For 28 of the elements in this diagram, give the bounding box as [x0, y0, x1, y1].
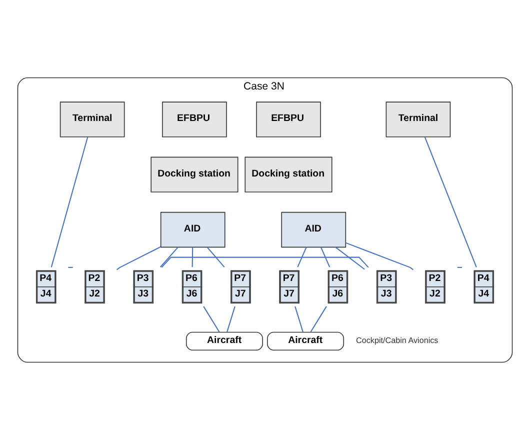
- connector: [50, 136, 88, 268]
- connector: [424, 136, 477, 268]
- connector: [192, 247, 194, 268]
- connector: [203, 306, 220, 332]
- node-box: Docking station: [150, 156, 238, 192]
- node-box: Aircraft: [267, 332, 344, 351]
- node-box: EFBPU: [162, 102, 227, 138]
- connector: [294, 306, 304, 332]
- node-box: EFBPU: [256, 102, 321, 138]
- node-box: Aircraft: [186, 332, 263, 351]
- connector: [161, 256, 369, 268]
- node-box: AID: [281, 212, 346, 248]
- node-box: AID: [160, 212, 226, 248]
- connector: [160, 246, 178, 268]
- connector: [297, 246, 307, 268]
- node-box: Terminal: [60, 102, 125, 138]
- connector: [116, 246, 161, 270]
- label: Cockpit/Cabin Avionics: [356, 336, 438, 346]
- connector: [310, 306, 327, 332]
- connector: [68, 266, 73, 268]
- node-box: Docking station: [244, 156, 332, 192]
- connector: [320, 246, 330, 268]
- connector: [335, 246, 365, 270]
- connector: [206, 246, 225, 268]
- connector: [226, 306, 236, 332]
- connector: [457, 266, 462, 268]
- node-box: Terminal: [386, 102, 451, 138]
- connector: [346, 242, 414, 270]
